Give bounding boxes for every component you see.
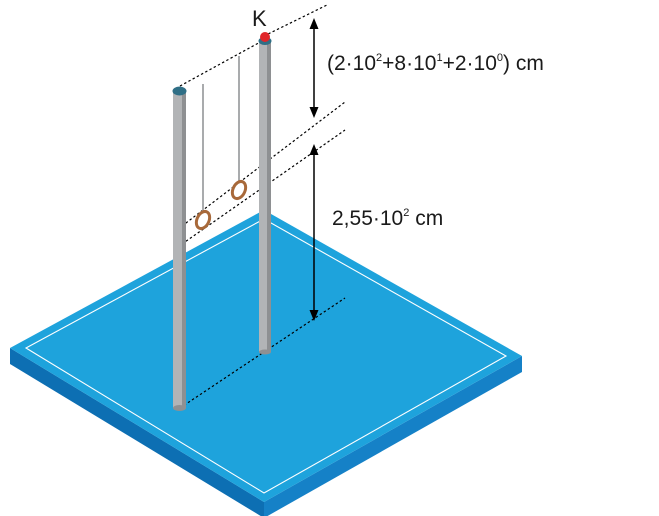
pole-left	[172, 86, 187, 411]
upper-label-exp1: 2	[376, 52, 382, 64]
pole-left-cap	[172, 86, 187, 96]
lower-label-unit: cm	[409, 207, 443, 230]
upper-dimension-label: (2·102+8·101+2·100) cm	[327, 52, 544, 75]
point-k-marker	[260, 32, 270, 42]
ropes	[202, 56, 240, 212]
top-dashed-line	[263, 4, 328, 37]
upper-arrow-head-top	[309, 18, 319, 29]
upper-label-open: (2·10	[327, 52, 376, 75]
mat-top-surface	[10, 210, 522, 502]
dimension-arrows	[309, 18, 319, 321]
ring-right	[230, 179, 248, 201]
upper-label-exp3: 0	[497, 52, 503, 64]
lower-arrow-head-top	[309, 144, 319, 155]
point-k-label: K	[252, 6, 267, 31]
crossbar-dashed-line	[179, 39, 265, 87]
upper-arrow-head-bottom	[309, 107, 319, 118]
rings	[194, 179, 248, 231]
pole-right	[258, 37, 272, 355]
pole-right-shade	[267, 40, 271, 352]
floor-mat	[10, 210, 522, 516]
mat-front-left-side	[10, 348, 264, 516]
upper-label-part3: +2·10	[443, 52, 497, 75]
lower-label-exp: 2	[403, 207, 409, 219]
lower-dimension-label: 2,55·102 cm	[332, 207, 443, 230]
upper-label-part2: +8·10	[382, 52, 436, 75]
pole-left-base	[173, 405, 186, 411]
pole-right-base	[259, 349, 271, 355]
lower-arrow-head-bottom	[309, 310, 319, 321]
upper-label-exp2: 1	[436, 52, 442, 64]
lower-label-base: 2,55·10	[332, 207, 403, 230]
ring-left	[194, 209, 212, 231]
pole-left-shade	[182, 90, 186, 408]
upper-label-close: ) cm	[503, 52, 544, 75]
mat-front-right-side	[264, 356, 522, 516]
floor-dashed-line	[179, 297, 346, 409]
